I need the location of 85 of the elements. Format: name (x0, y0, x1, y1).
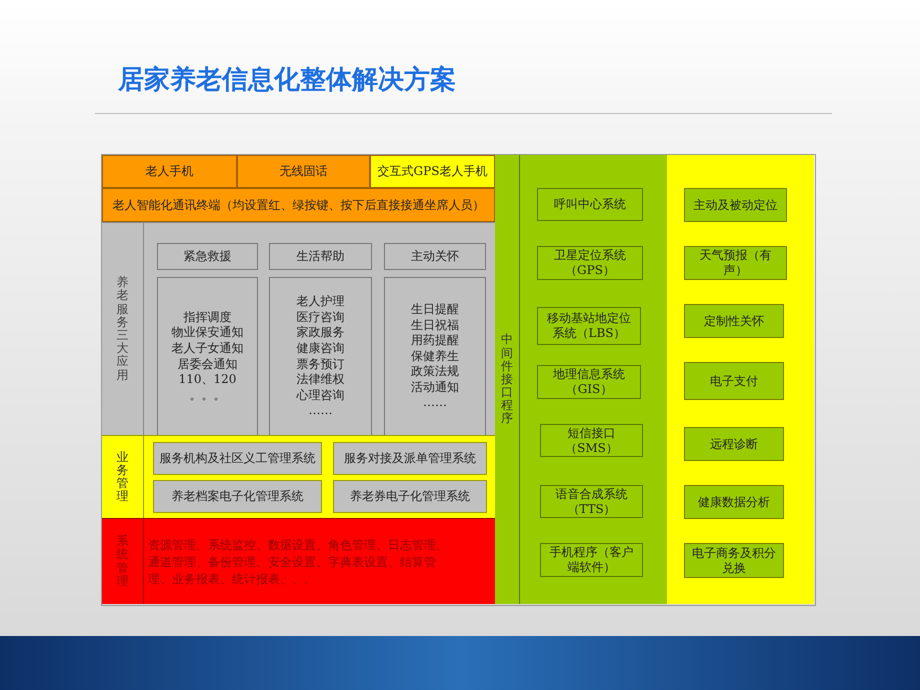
module-box (684, 485, 784, 519)
terminal-band (102, 188, 495, 222)
layer-heading: 养老服务三大应用 (116, 276, 128, 382)
layer-panel (102, 222, 495, 435)
service-item: …… (422, 395, 448, 412)
service-item: 活动通知 (410, 380, 460, 396)
module-box (540, 543, 643, 577)
service-item: 物业保安通知 (170, 325, 244, 341)
module-box (153, 442, 322, 475)
module-label: 无线固话 (278, 164, 328, 179)
module-label: 主动及被动定位 (692, 198, 778, 212)
service-item: 票务预订 (296, 356, 346, 372)
module-label: 老人手机 (144, 164, 194, 179)
service-item: 家政服务 (296, 325, 346, 341)
module-box (684, 427, 784, 461)
module-box (684, 188, 787, 222)
service-item: 老人子女通知 (170, 340, 244, 356)
module-label: 呼叫中心系统 (553, 197, 627, 212)
module-box (540, 485, 643, 518)
service-item: 医疗咨询 (296, 310, 346, 326)
service-item: 用药提醒 (410, 333, 460, 349)
service-list-box (269, 277, 372, 436)
module-label: 紧急救援 (182, 249, 232, 264)
module-label: 老人智能化通讯终端（均设置红、绿按键、按下后直接接通坐席人员） (112, 198, 486, 212)
function-list-text: 资源管理、系统监控、数据设置、角色管理、日志管理、通道管理、备份管理、安全设置、字典表设置、结算管理、业务报表、统计报表、、、 (148, 537, 449, 588)
module-label: 卫星定位系统（GPS） (553, 248, 627, 278)
module-box (684, 246, 787, 280)
module-box (153, 480, 322, 513)
module-label: 地理信息系统（GIS） (552, 367, 626, 397)
module-label: 健康数据分析 (697, 494, 771, 510)
module-box (540, 424, 643, 457)
module-label: 养老档案电子化管理系统 (170, 489, 304, 504)
device-cell (237, 155, 370, 188)
service-item: 生日祝福 (410, 318, 460, 334)
device-cell (102, 155, 237, 188)
slide-title: 居家养老信息化整体解决方案 (118, 64, 456, 97)
service-item: 指挥调度 (182, 310, 232, 326)
module-box (333, 480, 487, 513)
module-box (537, 246, 643, 280)
device-cell (370, 155, 495, 188)
module-label: 生活帮助 (296, 249, 346, 264)
service-item: 110、120 (178, 372, 238, 388)
module-box (684, 304, 784, 338)
layer-heading: 中间件接口程序 (501, 333, 513, 426)
service-item: 生日提醒 (410, 302, 460, 318)
service-item: 健康咨询 (296, 340, 346, 356)
module-label: 服务对接及派单管理系统 (343, 451, 477, 466)
module-label: 电子商务及积分兑换 (691, 546, 777, 576)
module-label: 养老券电子化管理系统 (349, 489, 471, 504)
module-label: 短信接口（SMS） (564, 426, 619, 456)
service-item: 老人护理 (296, 294, 346, 310)
service-item: 法律维权 (296, 372, 346, 388)
service-list-box (384, 277, 486, 436)
layer-heading: 系统管理 (116, 535, 128, 588)
module-box (269, 243, 372, 270)
service-item: 居委会通知 (176, 356, 238, 372)
module-label: 交互式GPS老人手机 (376, 164, 488, 179)
module-box (537, 307, 641, 345)
module-label: 主动关怀 (410, 249, 460, 264)
module-box (537, 365, 641, 399)
module-box (684, 543, 784, 578)
service-list-box (157, 277, 258, 436)
service-item: 政策法规 (410, 364, 460, 380)
layer-panel (102, 518, 495, 604)
module-label: 远程诊断 (709, 436, 759, 452)
module-box (537, 188, 643, 221)
service-item: …… (308, 403, 334, 419)
module-box (333, 442, 487, 475)
module-label: 语音合成系统（TTS） (554, 486, 628, 516)
module-label: 服务机构及社区义工管理系统 (158, 451, 316, 466)
layer-heading: 业务管理 (116, 450, 128, 504)
module-label: 电子支付 (709, 374, 759, 388)
service-item: 。。。 (188, 388, 226, 404)
module-box (157, 243, 258, 270)
module-label: 移动基站地定位系统（LBS） (546, 311, 632, 341)
module-label: 手机程序（客户端软件） (548, 545, 634, 575)
module-box (684, 362, 784, 400)
module-box (384, 243, 486, 270)
layer-panel (102, 435, 495, 518)
layer-panel (495, 155, 667, 604)
service-item: 保健养生 (410, 348, 460, 364)
module-label: 天气预报（有声） (698, 248, 772, 278)
function-panel (667, 155, 814, 604)
module-label: 定制性关怀 (703, 314, 765, 328)
service-item: 心理咨询 (296, 388, 346, 404)
